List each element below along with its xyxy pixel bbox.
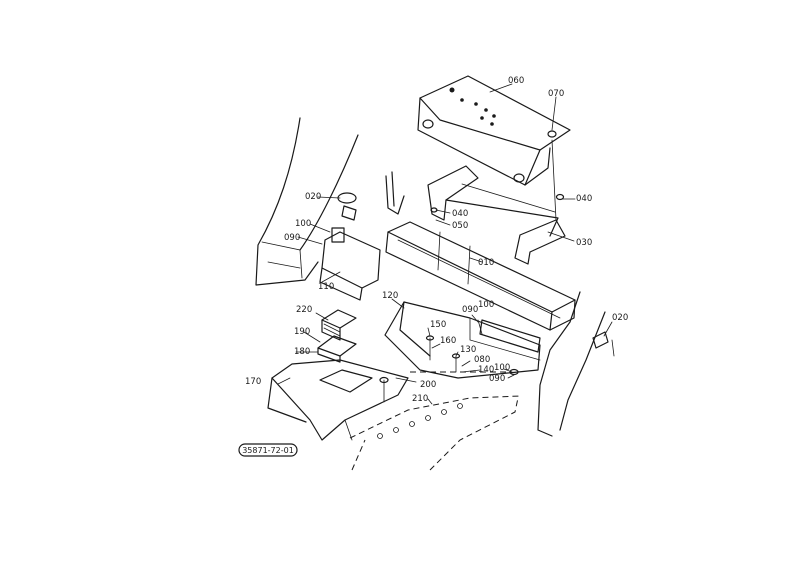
label-190: 190: [294, 327, 310, 337]
label-140: 140: [478, 365, 494, 375]
left-frame-drawing: [255, 117, 359, 286]
label-120: 120: [382, 291, 398, 301]
label-200: 200: [420, 380, 436, 390]
right-frame-drawing: [537, 291, 615, 437]
clip-upper-drawing: [337, 171, 405, 221]
label-070: 070: [548, 89, 564, 99]
side-panel-drawing: [319, 227, 381, 301]
cross-member-drawing: [385, 221, 576, 331]
label-100-lower: 100: [494, 363, 510, 373]
label-220: 220: [296, 305, 312, 315]
pad-drawing: [317, 309, 357, 363]
label-020-right: 020: [612, 313, 628, 323]
label-050: 050: [452, 221, 468, 231]
label-010: 010: [478, 258, 494, 268]
label-180: 180: [294, 347, 310, 357]
label-150: 150: [430, 320, 446, 330]
label-100-upper: 100: [295, 219, 311, 229]
label-110: 110: [318, 282, 334, 292]
label-040-center: 040: [452, 209, 468, 219]
bracket-drawing: [427, 139, 566, 265]
part-labels: 060 070 020 040 040 050 100 090 030 010 …: [245, 76, 628, 404]
label-090-upper: 090: [284, 233, 300, 243]
label-080: 080: [474, 355, 490, 365]
label-030: 030: [576, 238, 592, 248]
floor-outline-drawing: [349, 371, 521, 471]
step-plate-drawing: [267, 359, 409, 441]
drawing-code-badge: 35871-72-01: [238, 443, 298, 457]
label-060: 060: [508, 76, 524, 86]
label-210: 210: [412, 394, 428, 404]
label-100-mid: 100: [478, 300, 494, 310]
label-040-right: 040: [576, 194, 592, 204]
label-160: 160: [440, 336, 456, 346]
label-090-mid: 090: [462, 305, 478, 315]
label-170: 170: [245, 377, 261, 387]
drawing-code: 35871-72-01: [242, 446, 294, 455]
top-cover-drawing: [417, 75, 571, 186]
leader-lines: [277, 83, 613, 405]
label-020-upper: 020: [305, 192, 321, 202]
label-130: 130: [460, 345, 476, 355]
label-090-lower: 090: [489, 374, 505, 384]
